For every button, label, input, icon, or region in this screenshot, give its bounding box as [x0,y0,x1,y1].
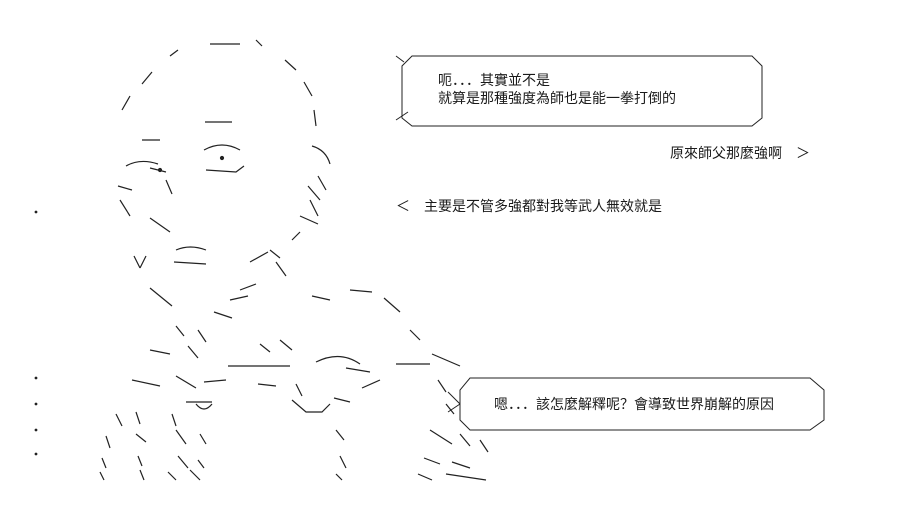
middle-dialogue-text: ＜ 主要是不管多強都對我等武人無效就是 [396,199,662,215]
side-narration-text: 原來師父那麼強啊 ＞ [670,146,810,162]
bubble-top-line-2: 就算是那種強度為師也是能一拳打倒的 [438,91,676,107]
bubble-bottom-line-1: 嗯．．．該怎麼解釋呢？會導致世界崩解的原因 [494,397,774,413]
character-illustration [34,39,489,481]
bubble-top-line-1: 呃．．．其實並不是 [438,73,550,89]
